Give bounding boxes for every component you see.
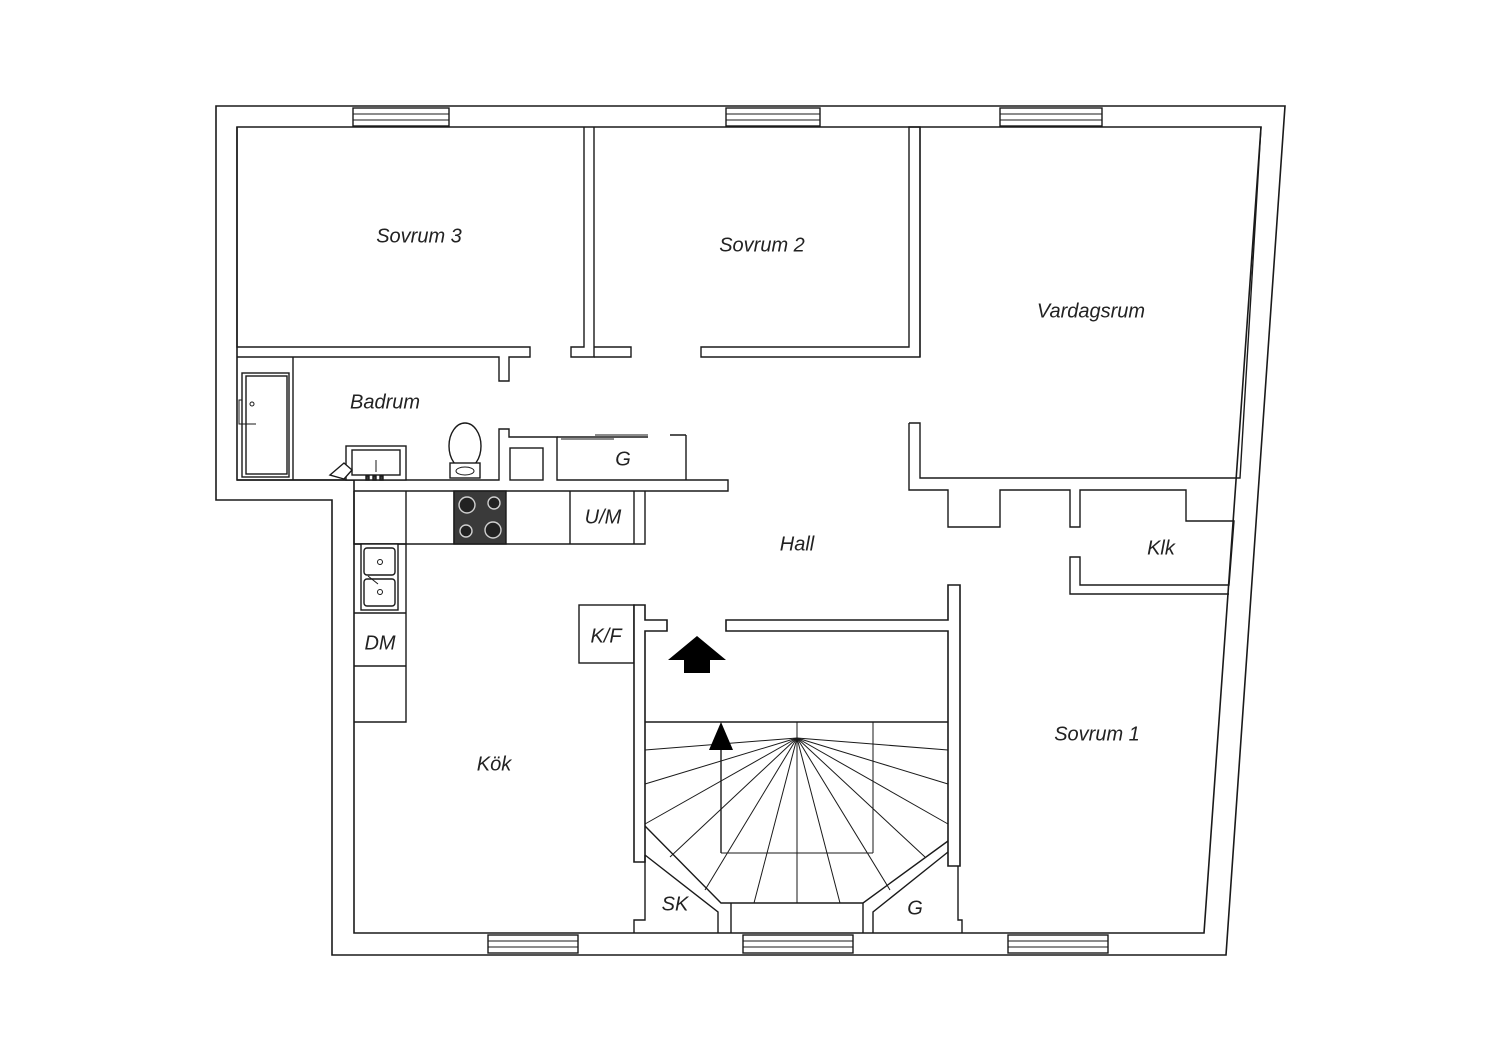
window xyxy=(352,107,450,127)
stairwell-wall-left xyxy=(633,604,668,863)
closet-g-upper xyxy=(557,434,687,480)
room-label-sovrum-1: Sovrum 1 xyxy=(1054,723,1140,745)
wall-sovrum-3-right xyxy=(570,127,595,358)
window xyxy=(725,107,821,127)
stairwell-wall-top xyxy=(725,584,961,867)
fixture-label-um: U/M xyxy=(585,506,622,528)
room-label-vardagsrum: Vardagsrum xyxy=(1037,300,1145,322)
shelf-box xyxy=(509,447,544,481)
toilet xyxy=(448,422,482,479)
staircase xyxy=(633,636,963,933)
window xyxy=(1007,934,1109,954)
fridge-box xyxy=(578,604,635,664)
stove xyxy=(453,490,507,545)
wall-vardagsrum xyxy=(908,126,1262,595)
wall-sovrum-2 xyxy=(594,346,632,358)
wall-sovrum-3 xyxy=(236,127,531,382)
room-label-sovrum-2: Sovrum 2 xyxy=(719,234,805,256)
room-label-kok: Kök xyxy=(477,753,512,775)
kitchen-sink xyxy=(360,543,399,611)
wall-badrum-bottom xyxy=(237,428,729,492)
fixture-label-g-upper: G xyxy=(615,448,631,470)
fixture-label-sk: SK xyxy=(662,893,690,915)
room-label-badrum: Badrum xyxy=(350,391,420,413)
fixture-label-dm: DM xyxy=(364,632,395,654)
room-label-klk: Klk xyxy=(1147,537,1176,559)
window xyxy=(487,934,579,954)
room-label-sovrum-3: Sovrum 3 xyxy=(376,225,462,247)
bathroom-sink xyxy=(328,445,407,481)
windows xyxy=(352,107,1109,954)
window xyxy=(742,934,854,954)
room-label-hall: Hall xyxy=(780,533,815,555)
front-door xyxy=(238,372,290,478)
fixture-label-kf: K/F xyxy=(590,625,623,647)
window xyxy=(999,107,1103,127)
fixture-label-g-lower: G xyxy=(907,897,923,919)
